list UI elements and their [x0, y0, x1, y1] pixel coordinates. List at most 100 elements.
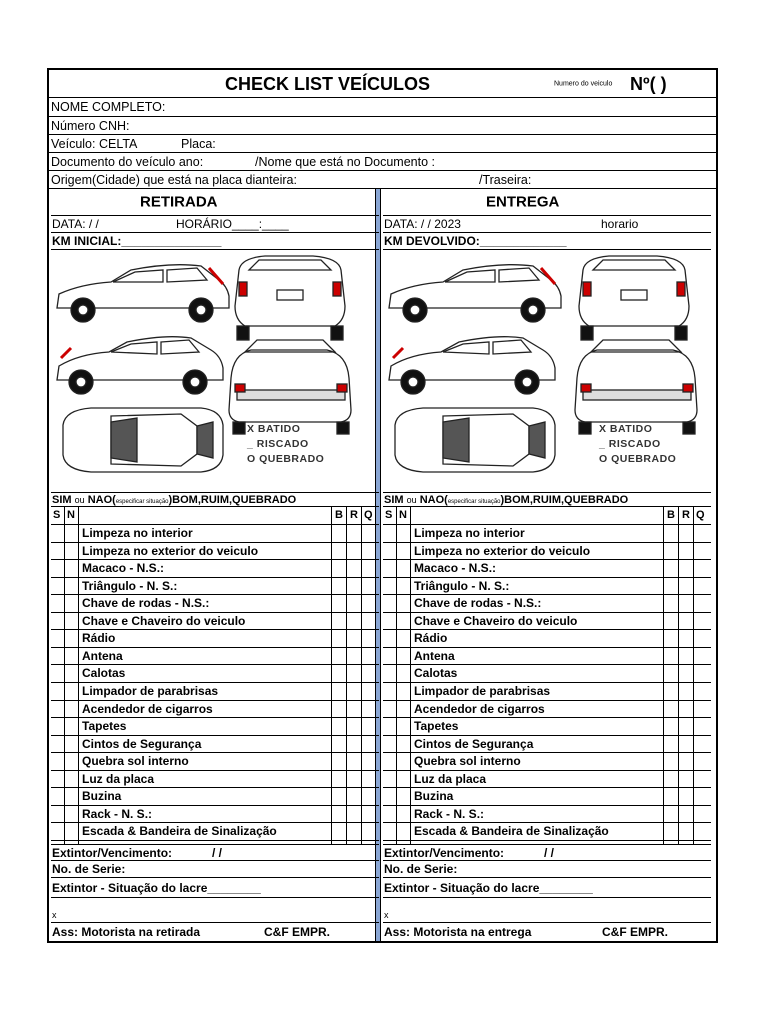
checkbox-q[interactable]: [694, 822, 708, 840]
checkbox-r[interactable]: [347, 822, 361, 840]
checkbox-r[interactable]: [347, 752, 361, 770]
checkbox-q[interactable]: [694, 717, 708, 735]
checkbox-n[interactable]: [397, 542, 410, 560]
checkbox-n[interactable]: [397, 770, 410, 788]
checkbox-s[interactable]: [383, 752, 396, 770]
checkbox-s[interactable]: [51, 735, 64, 753]
placa-field[interactable]: Placa:: [181, 136, 216, 151]
checkbox-q[interactable]: [362, 629, 376, 647]
checkbox-s[interactable]: [51, 524, 64, 542]
checkbox-b[interactable]: [664, 682, 678, 700]
checkbox-n[interactable]: [65, 805, 78, 823]
checkbox-r[interactable]: [679, 629, 693, 647]
checkbox-q[interactable]: [694, 559, 708, 577]
nome-field[interactable]: NOME COMPLETO:: [51, 99, 166, 114]
checkbox-b[interactable]: [332, 822, 346, 840]
checkbox-b[interactable]: [664, 787, 678, 805]
checkbox-q[interactable]: [362, 805, 376, 823]
cnh-field[interactable]: Número CNH:: [51, 118, 130, 133]
checkbox-q[interactable]: [362, 612, 376, 630]
checkbox-n[interactable]: [397, 559, 410, 577]
checkbox-s[interactable]: [51, 577, 64, 595]
checkbox-r[interactable]: [679, 752, 693, 770]
checkbox-r[interactable]: [347, 805, 361, 823]
checkbox-q[interactable]: [694, 787, 708, 805]
checkbox-r[interactable]: [679, 787, 693, 805]
checkbox-q[interactable]: [362, 717, 376, 735]
checkbox-r[interactable]: [679, 524, 693, 542]
vehicle-number-field[interactable]: Nº( ): [630, 73, 667, 94]
checkbox-s[interactable]: [383, 577, 396, 595]
checkbox-b[interactable]: [664, 542, 678, 560]
checkbox-b[interactable]: [332, 787, 346, 805]
checkbox-s[interactable]: [51, 717, 64, 735]
checkbox-s[interactable]: [383, 735, 396, 753]
checkbox-s[interactable]: [51, 700, 64, 718]
retirada-horario-field[interactable]: HORÁRIO____:____: [176, 217, 289, 231]
checkbox-b[interactable]: [332, 629, 346, 647]
checkbox-q[interactable]: [694, 700, 708, 718]
checkbox-b[interactable]: [332, 612, 346, 630]
extintor-field[interactable]: Extintor/Vencimento:: [384, 845, 505, 860]
checkbox-s[interactable]: [51, 647, 64, 665]
checkbox-r[interactable]: [347, 682, 361, 700]
checkbox-n[interactable]: [65, 717, 78, 735]
checkbox-r[interactable]: [347, 770, 361, 788]
checkbox-b[interactable]: [332, 524, 346, 542]
checkbox-n[interactable]: [397, 805, 410, 823]
checkbox-s[interactable]: [51, 752, 64, 770]
checkbox-s[interactable]: [383, 594, 396, 612]
checkbox-b[interactable]: [664, 700, 678, 718]
checkbox-s[interactable]: [383, 542, 396, 560]
checkbox-n[interactable]: [65, 700, 78, 718]
checkbox-n[interactable]: [397, 717, 410, 735]
checkbox-q[interactable]: [362, 770, 376, 788]
checkbox-s[interactable]: [383, 700, 396, 718]
checkbox-s[interactable]: [383, 787, 396, 805]
checkbox-s[interactable]: [383, 559, 396, 577]
checkbox-b[interactable]: [664, 664, 678, 682]
checkbox-s[interactable]: [51, 787, 64, 805]
checkbox-q[interactable]: [694, 629, 708, 647]
checkbox-q[interactable]: [694, 594, 708, 612]
checkbox-n[interactable]: [65, 542, 78, 560]
checkbox-n[interactable]: [65, 735, 78, 753]
veiculo-field[interactable]: Veículo: CELTA: [51, 136, 138, 151]
checkbox-s[interactable]: [383, 647, 396, 665]
checkbox-b[interactable]: [664, 577, 678, 595]
checkbox-r[interactable]: [679, 717, 693, 735]
retirada-km-field[interactable]: KM INICIAL:_______________: [52, 234, 222, 248]
checkbox-q[interactable]: [362, 752, 376, 770]
checkbox-r[interactable]: [679, 700, 693, 718]
checkbox-r[interactable]: [679, 559, 693, 577]
checkbox-r[interactable]: [347, 787, 361, 805]
checkbox-q[interactable]: [362, 559, 376, 577]
checkbox-s[interactable]: [383, 682, 396, 700]
checkbox-r[interactable]: [679, 594, 693, 612]
checkbox-b[interactable]: [664, 629, 678, 647]
checkbox-s[interactable]: [51, 664, 64, 682]
checkbox-q[interactable]: [694, 612, 708, 630]
checkbox-r[interactable]: [347, 542, 361, 560]
checkbox-b[interactable]: [332, 735, 346, 753]
checkbox-r[interactable]: [347, 647, 361, 665]
checkbox-q[interactable]: [694, 647, 708, 665]
checkbox-n[interactable]: [65, 629, 78, 647]
checkbox-n[interactable]: [65, 594, 78, 612]
nome-documento-field[interactable]: /Nome que está no Documento :: [255, 154, 435, 169]
checkbox-r[interactable]: [679, 664, 693, 682]
checkbox-q[interactable]: [362, 735, 376, 753]
checkbox-s[interactable]: [383, 612, 396, 630]
checkbox-n[interactable]: [65, 577, 78, 595]
entrega-data-field[interactable]: DATA: / / 2023: [384, 217, 461, 231]
checkbox-r[interactable]: [679, 647, 693, 665]
checkbox-s[interactable]: [51, 770, 64, 788]
checkbox-n[interactable]: [397, 787, 410, 805]
checkbox-b[interactable]: [332, 647, 346, 665]
checkbox-q[interactable]: [362, 787, 376, 805]
entrega-horario-field[interactable]: horario: [601, 217, 639, 231]
checkbox-q[interactable]: [694, 735, 708, 753]
checkbox-q[interactable]: [362, 664, 376, 682]
checkbox-b[interactable]: [332, 594, 346, 612]
extintor-date-field[interactable]: / /: [544, 845, 555, 860]
